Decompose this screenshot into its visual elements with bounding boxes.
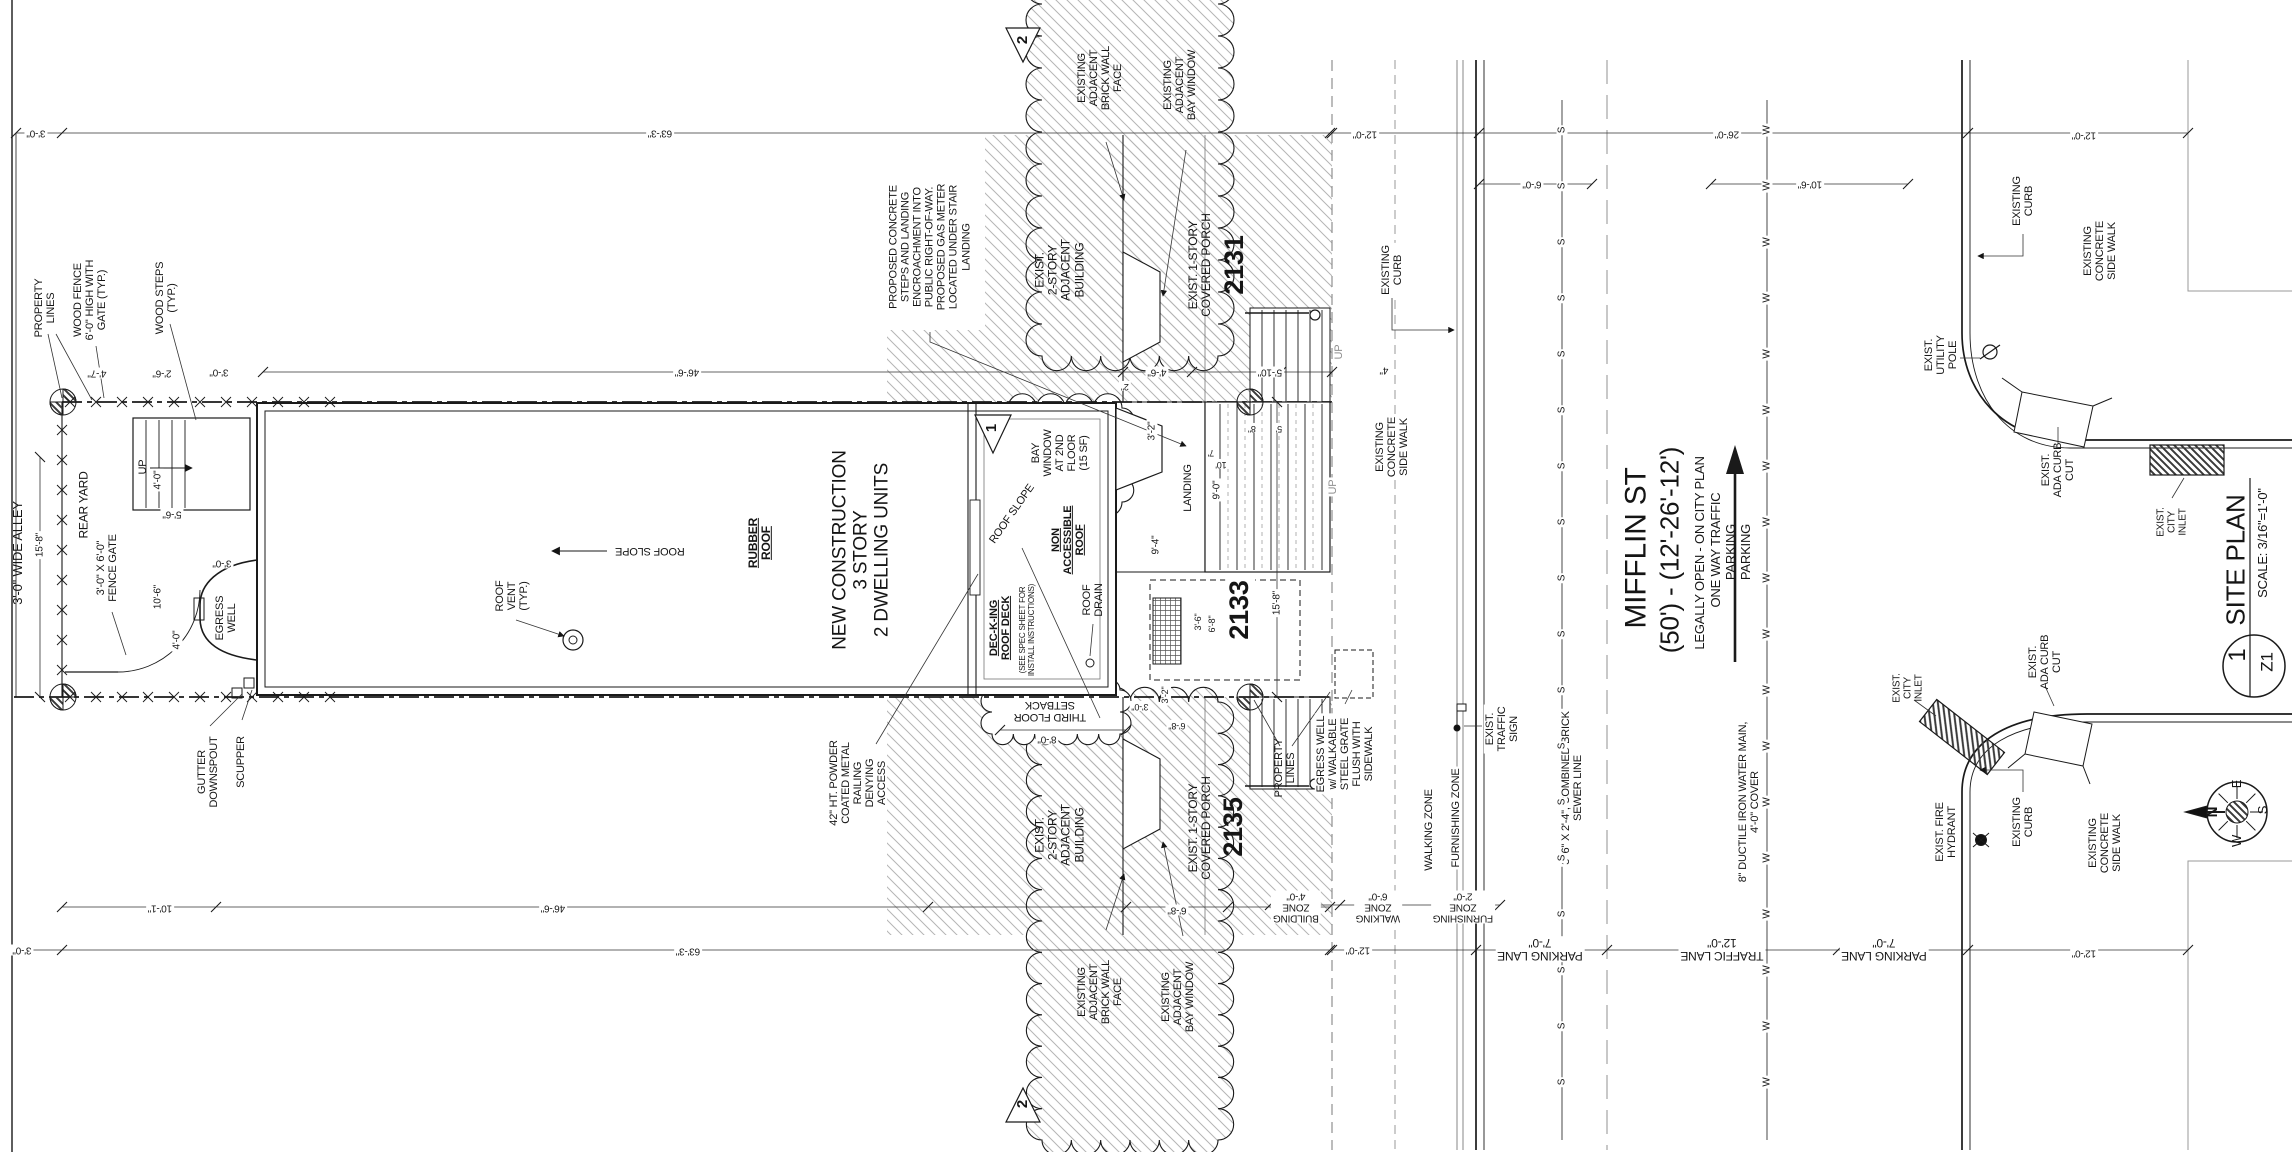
far-curb-south-inner [1969, 721, 2292, 1150]
adjacent-building-lines [1122, 135, 1331, 935]
title-block-linework [2222, 478, 2286, 698]
far-curb-south-outer [1961, 713, 2292, 1150]
utility-pole-symbol [1979, 344, 2001, 360]
north-arrow [2183, 805, 2208, 819]
walking-furnishing-line [1456, 60, 1464, 1150]
far-sidewalk-south [2187, 860, 2292, 1150]
leader-lines [47, 141, 2185, 937]
egress-well-shape [199, 559, 258, 661]
survey-marker-sw [49, 683, 77, 711]
downspout-symbol [231, 687, 243, 699]
revision-clouds [980, 0, 1235, 1152]
compass-rose [2183, 781, 2268, 843]
front-stair [1149, 401, 1374, 699]
rear-yard-features [65, 417, 258, 699]
revision-marker-2-bottom-triangle [1005, 1086, 1041, 1123]
roof-vent-symbol [562, 629, 584, 651]
fire-hydrant-symbol [1972, 832, 1990, 848]
scupper-symbol [243, 677, 255, 689]
front-egress-well [1334, 649, 1374, 699]
roof-drain-symbol [1085, 658, 1095, 668]
adjacent-bay-window-north [1122, 251, 1161, 363]
ada-curb-cut-north-symbol [2001, 377, 2113, 448]
deck-railing [983, 418, 1101, 680]
revision-cloud-north [1025, 0, 1235, 372]
fence-gate-swing [117, 589, 201, 673]
site-symbols [49, 27, 2286, 1123]
adjacent-bay-window-south [1122, 738, 1161, 850]
lower-terrace [1149, 579, 1301, 681]
city-inlet-north-symbol [2149, 444, 2225, 476]
revision-cloud-south [1025, 686, 1235, 1152]
survey-marker-ne [1236, 388, 1264, 416]
fence-x-marks [56, 396, 336, 703]
street-lines [1394, 60, 2292, 1150]
wood-steps-shape [132, 417, 251, 511]
deck-door [969, 499, 981, 596]
far-sidewalk-north [2187, 60, 2292, 292]
one-way-arrowhead [1726, 445, 1744, 474]
survey-marker-nw [49, 388, 77, 416]
new-construction-building [256, 401, 1206, 696]
far-curb-north-outer [1961, 60, 2292, 441]
traffic-sign-symbol [1453, 703, 1467, 732]
revision-marker-2-top-triangle [1005, 27, 1041, 64]
adjacent-porch-steps-north [1245, 307, 1331, 405]
detail-marker-1-triangle [974, 414, 1012, 455]
sheet-border [11, 0, 17, 1152]
ada-curb-cut-south-symbol [2007, 711, 2093, 785]
far-curb-north-inner [1969, 60, 2292, 449]
survey-marker-se [1236, 683, 1264, 711]
steel-grate [1152, 597, 1182, 665]
